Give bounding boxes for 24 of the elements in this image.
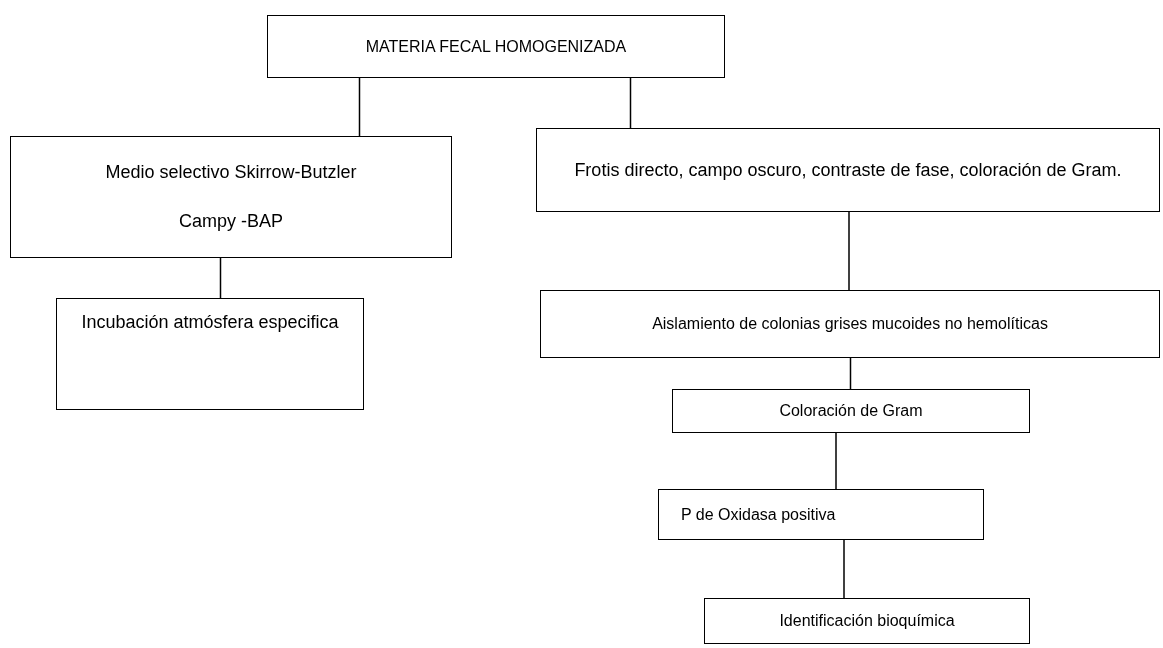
- connector-line: [629, 77, 632, 129]
- step-text: Campy -BAP: [179, 210, 283, 233]
- connector-line: [219, 257, 222, 299]
- step-text: Identificación bioquímica: [779, 611, 955, 631]
- step-text: Medio selectivo Skirrow-Butzler: [105, 161, 357, 184]
- connector-line: [835, 432, 837, 490]
- step-text: Frotis directo, campo oscuro, contraste de fase, coloración de Gram.: [574, 159, 1122, 182]
- process-box: [672, 389, 1030, 433]
- step-text: P de Oxidasa positiva: [681, 504, 836, 525]
- connector-line: [849, 357, 852, 390]
- process-box: [540, 290, 1160, 358]
- connector-line: [848, 211, 850, 291]
- connector-line: [843, 539, 845, 599]
- step-text: MATERIA FECAL HOMOGENIZADA: [365, 36, 627, 57]
- connector-line: [358, 77, 361, 137]
- step-text: Incubación atmósfera especifica: [81, 311, 339, 334]
- process-box: [267, 15, 725, 78]
- process-box: [10, 136, 452, 258]
- step-text: Aislamiento de colonias grises mucoides no hemolíticas: [652, 314, 1048, 334]
- process-box: [658, 489, 984, 540]
- process-box: [704, 598, 1030, 644]
- process-box: [56, 298, 364, 410]
- step-text: Coloración de Gram: [779, 401, 923, 421]
- process-box: [536, 128, 1160, 212]
